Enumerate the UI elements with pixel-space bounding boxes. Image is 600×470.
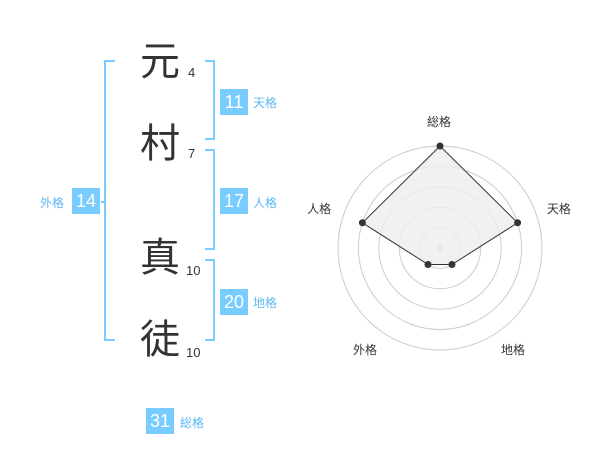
radar-axis-label-1: 天格: [546, 202, 571, 217]
radar-point-外格: [424, 261, 432, 269]
name-char-1: 元: [140, 39, 180, 85]
tenkaku-bracket: [205, 60, 215, 140]
gaikaku-value: 14: [72, 188, 100, 214]
chikaku-value: 20: [220, 289, 248, 315]
radar-points: [358, 142, 522, 269]
jinkaku-bracket: [205, 149, 215, 250]
stroke-count-1: 4: [188, 65, 196, 80]
name-char-2: 村: [140, 121, 180, 167]
soukaku-value: 31: [146, 408, 174, 434]
radar-axis-label-0: 総格: [427, 115, 452, 129]
jinkaku-value: 17: [220, 188, 248, 214]
tenkaku-label: 天格: [253, 96, 278, 110]
chikaku-label: 地格: [253, 296, 278, 310]
radar-axis-label-3: 外格: [352, 342, 377, 357]
chikaku-bracket: [205, 259, 215, 341]
radar-point-総格: [436, 142, 444, 150]
radar-polygon: [361, 145, 519, 265]
radar-point-人格: [358, 219, 366, 227]
soukaku-label: 総格: [180, 416, 205, 430]
gaikaku-label: 外格: [40, 196, 65, 210]
jinkaku-label: 人格: [253, 196, 278, 210]
radar-point-地格: [448, 261, 456, 269]
gaikaku-bracket: [104, 60, 115, 341]
radar-point-天格: [514, 219, 522, 227]
name-char-4: 徒: [140, 317, 180, 363]
tenkaku-value: 11: [220, 89, 248, 115]
stroke-count-4: 10: [186, 345, 201, 360]
stroke-count-2: 7: [188, 146, 196, 161]
name-char-3: 真: [140, 235, 180, 281]
stroke-count-3: 10: [186, 263, 201, 278]
radar-axis-label-4: 人格: [307, 202, 332, 217]
radar-axis-label-2: 地格: [501, 342, 526, 357]
